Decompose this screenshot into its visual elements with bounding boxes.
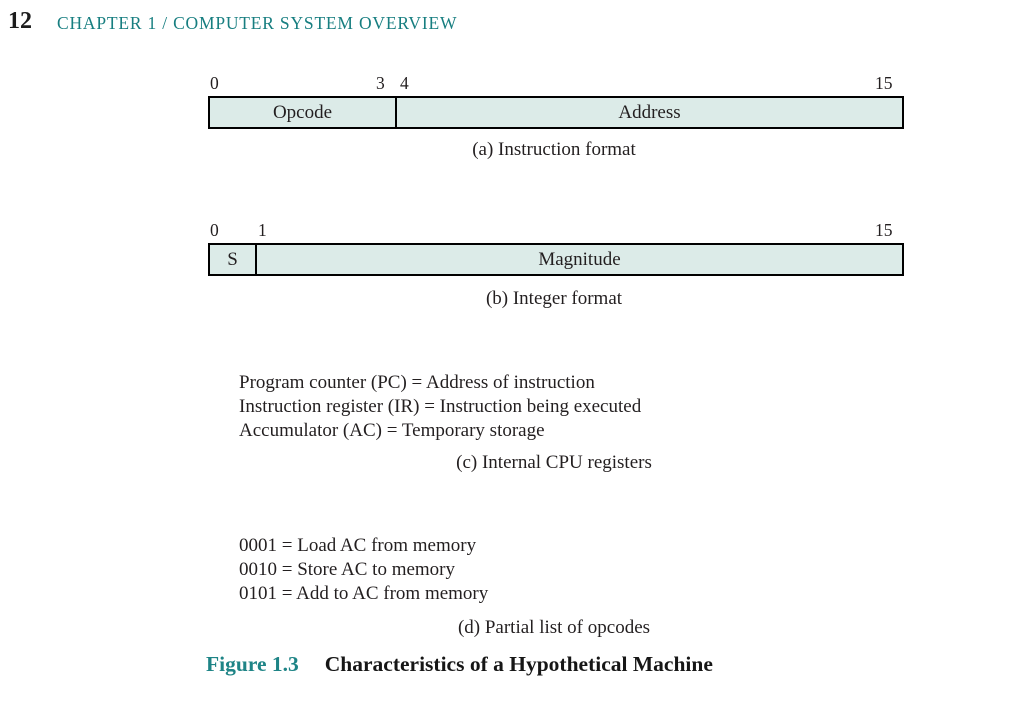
instruction-format-caption: (a) Instruction format [472,139,636,160]
figure-caption: Figure 1.3 Characteristics of a Hypotheti… [206,652,713,677]
integer-format-box: S Magnitude [208,243,904,276]
opcode-line-store: 0010 = Store AC to memory [239,559,456,580]
int-bit-label-1: 1 [258,220,267,240]
opcode-line-add: 0101 = Add to AC from memory [239,583,489,604]
figure-caption-title: Characteristics of a Hypothetical Machin… [324,652,713,676]
opcodes-block: 0001 = Load AC from memory 0010 = Store … [239,534,488,606]
instr-bit-label-3: 3 [376,73,385,93]
integer-format-caption: (b) Integer format [485,288,623,309]
page-number: 12 [8,8,32,34]
int-bit-label-15: 15 [875,220,893,240]
chapter-running-head: CHAPTER 1 / COMPUTER SYSTEM OVERVIEW [57,13,458,33]
instr-bit-label-15: 15 [875,73,893,93]
magnitude-field: Magnitude [538,248,621,270]
figure-caption-number: Figure 1.3 [206,652,299,676]
address-field: Address [618,101,681,123]
opcode-field: Opcode [210,98,397,127]
register-line-pc: Program counter (PC) = Address of instru… [239,372,595,393]
cpu-registers-block: Program counter (PC) = Address of instru… [239,371,641,443]
cpu-registers-caption: (c) Internal CPU registers [456,452,652,473]
instr-bit-label-4: 4 [400,73,409,93]
sign-field: S [210,245,257,274]
instr-bit-label-0: 0 [210,73,219,93]
int-bit-label-0: 0 [210,220,219,240]
register-line-ir: Instruction register (IR) = Instruction … [239,396,642,417]
opcode-line-load: 0001 = Load AC from memory [239,535,477,556]
register-line-ac: Accumulator (AC) = Temporary storage [239,420,545,441]
instruction-format-box: Opcode Address [208,96,904,129]
opcodes-caption: (d) Partial list of opcodes [457,617,651,638]
